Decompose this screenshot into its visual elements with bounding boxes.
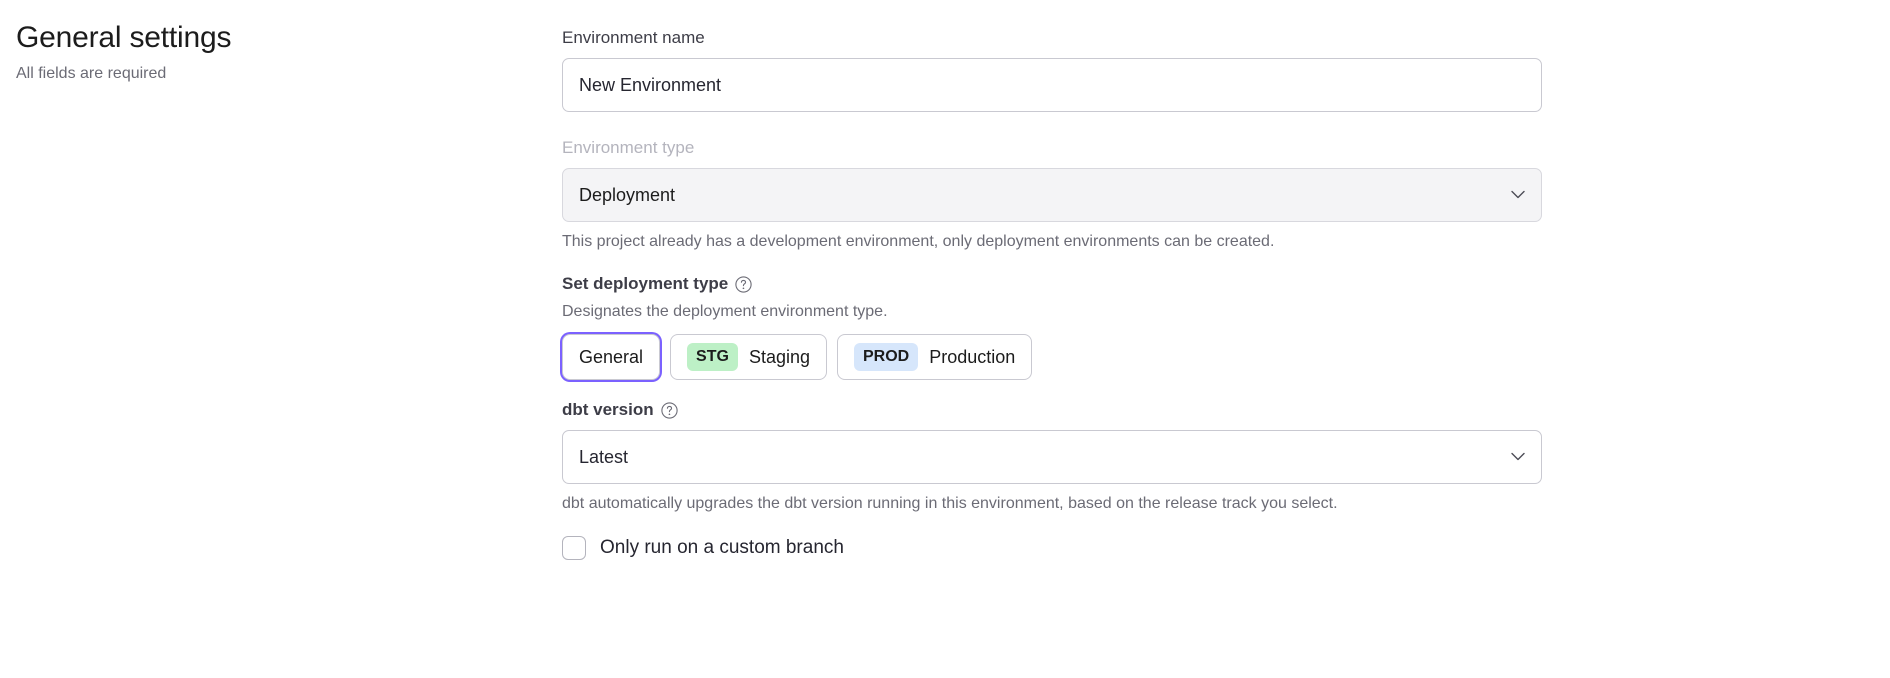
chevron-down-icon xyxy=(1511,452,1525,462)
deployment-type-options: General STG Staging PROD Production xyxy=(562,334,1542,380)
dbt-version-label-row: dbt version xyxy=(562,398,1542,422)
chevron-down-icon xyxy=(1511,190,1525,200)
settings-form: Environment name New Environment Environ… xyxy=(562,26,1542,560)
deployment-type-label-row: Set deployment type xyxy=(562,272,1542,296)
page-subtitle: All fields are required xyxy=(16,65,167,82)
question-circle-icon[interactable] xyxy=(735,275,752,293)
deployment-type-option-general-label: General xyxy=(579,346,644,367)
dbt-version-field: dbt version Latest dbt automatica xyxy=(562,398,1542,516)
deployment-type-label: Set deployment type xyxy=(562,274,729,293)
dbt-version-helper-text: dbt automatically upgrades the dbt versi… xyxy=(562,495,1338,512)
deployment-type-option-production-label: Production xyxy=(929,346,1016,367)
environment-type-label: Environment type xyxy=(562,138,695,157)
deployment-type-option-production[interactable]: PROD Production xyxy=(837,334,1033,380)
question-circle-icon[interactable] xyxy=(660,401,678,419)
settings-header: General settings All fields are required xyxy=(16,18,536,86)
page-title: General settings xyxy=(16,21,232,54)
production-badge: PROD xyxy=(854,343,919,371)
environment-name-input[interactable]: New Environment xyxy=(562,58,1542,112)
dbt-version-select[interactable]: Latest xyxy=(562,430,1542,484)
environment-name-field: Environment name New Environment xyxy=(562,26,1542,112)
deployment-type-option-staging-label: Staging xyxy=(748,346,810,367)
environment-type-value: Deployment xyxy=(579,184,676,205)
environment-name-label: Environment name xyxy=(562,28,705,47)
deployment-type-field: Set deployment type Designates the deplo… xyxy=(562,272,1542,380)
custom-branch-row: Only run on a custom branch xyxy=(562,536,1542,560)
environment-type-select: Deployment xyxy=(562,168,1542,222)
staging-badge: STG xyxy=(687,343,738,371)
deployment-type-option-staging[interactable]: STG Staging xyxy=(670,334,827,380)
deployment-type-description: Designates the deployment environment ty… xyxy=(562,303,888,320)
dbt-version-label: dbt version xyxy=(562,400,654,419)
environment-type-field: Environment type Deployment This project… xyxy=(562,136,1542,254)
environment-type-helper-text: This project already has a development e… xyxy=(562,233,1275,250)
deployment-type-option-general[interactable]: General xyxy=(562,334,661,380)
dbt-version-value: Latest xyxy=(579,446,629,467)
custom-branch-label[interactable]: Only run on a custom branch xyxy=(600,537,844,558)
custom-branch-checkbox[interactable] xyxy=(562,536,586,560)
